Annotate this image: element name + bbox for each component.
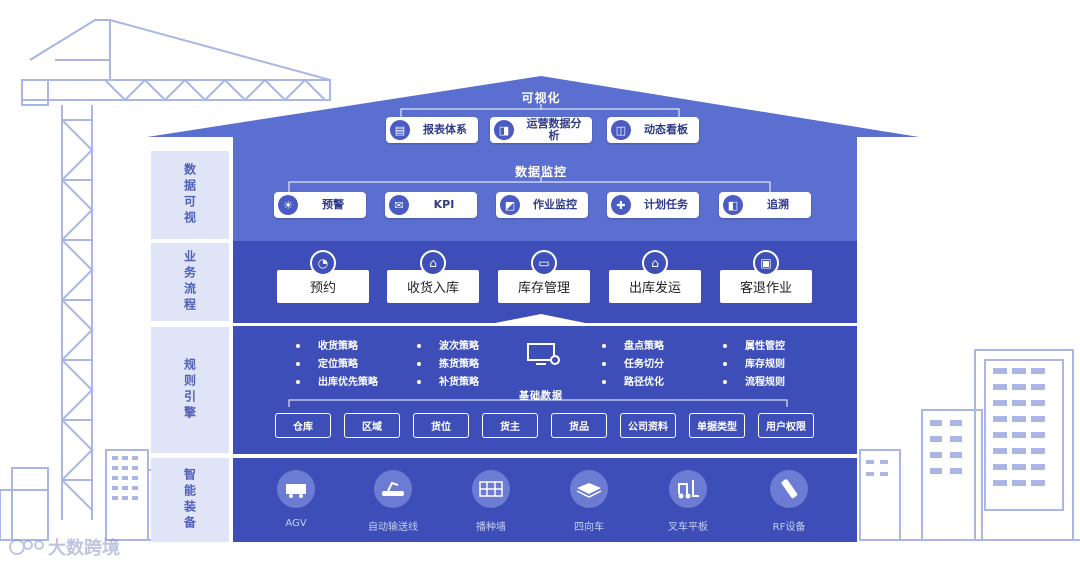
rule-item: 流程规则: [723, 373, 785, 388]
sidebar-item-smart-equipment: 智能装备: [151, 458, 229, 542]
monitor-gear-icon: [527, 343, 560, 365]
analytics-icon: ◨: [494, 120, 514, 140]
roof-title: 可视化: [521, 91, 561, 105]
base-item-company[interactable]: 公司资料: [620, 413, 676, 438]
watermark: 大数跨境: [8, 534, 120, 560]
rule-item: 库存规则: [723, 355, 785, 370]
rf-scanner-icon: [770, 470, 808, 508]
alert-label: 预警: [322, 198, 344, 211]
sidebar-label: 数据可视: [182, 163, 197, 227]
receiving-label: 收货入库: [406, 281, 459, 296]
rule-item: 路径优化: [602, 373, 664, 388]
alert-button[interactable]: ☀ 预警: [274, 192, 366, 218]
report-system-label: 报表体系: [423, 123, 467, 136]
outbound-label: 出库发运: [628, 281, 681, 296]
trace-label: 追溯: [767, 198, 789, 211]
sidebar-label: 智能装备: [182, 468, 197, 532]
warehouse-icon: ⌂: [420, 250, 446, 276]
base-item-owner[interactable]: 货主: [482, 413, 538, 438]
conveyor-icon: [374, 470, 412, 508]
forklift-icon: [669, 470, 707, 508]
base-item-goods[interactable]: 货品: [551, 413, 607, 438]
agv-icon: [277, 470, 315, 508]
monitor-chart-icon: ◩: [500, 195, 520, 215]
rule-item: 盘点策略: [602, 337, 664, 352]
ops-analysis-label: 运营数据分析: [526, 117, 582, 142]
rule-item: 收货策略: [296, 337, 358, 352]
job-monitor-label: 作业监控: [533, 198, 577, 211]
monitor-title: 数据监控: [514, 165, 568, 179]
dashboard-icon: ◫: [611, 120, 631, 140]
rf-device-label: RF设备: [772, 522, 806, 533]
conveyor-label: 自动输送线: [368, 522, 418, 533]
rule-item: 任务切分: [602, 355, 664, 370]
seeding-wall-icon: [472, 470, 510, 508]
base-data-title: 基础数据: [519, 391, 563, 402]
job-monitor-button[interactable]: ◩ 作业监控: [496, 192, 588, 218]
return-box-icon: ▣: [753, 250, 779, 276]
rule-item: 属性管控: [723, 337, 785, 352]
rule-item: 出库优先策略: [296, 373, 378, 388]
trace-button[interactable]: ◧ 追溯: [719, 192, 811, 218]
rule-item: 波次策略: [417, 337, 479, 352]
base-item-doc-type[interactable]: 单据类型: [689, 413, 745, 438]
shuttle-label: 四向车: [574, 522, 604, 533]
rule-item: 拣货策略: [417, 355, 479, 370]
sidebar-item-business-process: 业务流程: [151, 243, 229, 321]
sidebar-item-data-visual: 数据可视: [151, 151, 229, 239]
bulb-icon: ☀: [278, 195, 298, 215]
plan-task-label: 计划任务: [644, 198, 688, 211]
base-item-permissions[interactable]: 用户权限: [758, 413, 814, 438]
puzzle-icon: ✚: [611, 195, 631, 215]
sidebar-item-rule-engine: 规则引擎: [151, 327, 229, 453]
kpi-label: KPI: [433, 198, 455, 211]
ops-analysis-button[interactable]: ◨ 运营数据分析: [490, 117, 592, 143]
base-item-zone[interactable]: 区域: [344, 413, 400, 438]
sidebar-label: 业务流程: [182, 250, 197, 314]
agv-label: AGV: [285, 518, 307, 529]
base-item-warehouse[interactable]: 仓库: [275, 413, 331, 438]
dynamic-board-button[interactable]: ◫ 动态看板: [607, 117, 699, 143]
trace-icon: ◧: [723, 195, 743, 215]
report-icon: ▤: [390, 120, 410, 140]
sidebar-label: 规则引擎: [182, 358, 197, 422]
rule-item: 补货策略: [417, 373, 479, 388]
seeding-wall-label: 播种墙: [476, 522, 506, 533]
forklift-label: 叉车平板: [668, 522, 708, 533]
plan-task-button[interactable]: ✚ 计划任务: [607, 192, 699, 218]
inventory-label: 库存管理: [517, 281, 570, 296]
base-item-location[interactable]: 货位: [413, 413, 469, 438]
kpi-icon: ✉: [389, 195, 409, 215]
truck-icon: ⌂: [642, 250, 668, 276]
laptop-icon: ▭: [531, 250, 557, 276]
kpi-button[interactable]: ✉ KPI: [385, 192, 477, 218]
watermark-text: 大数跨境: [48, 538, 120, 559]
gauge-icon: ◔: [310, 250, 336, 276]
dynamic-board-label: 动态看板: [644, 123, 688, 136]
watermark-logo-icon: [9, 539, 44, 555]
return-label: 客退作业: [739, 281, 792, 296]
shuttle-icon: [570, 470, 608, 508]
report-system-button[interactable]: ▤ 报表体系: [386, 117, 478, 143]
rule-item: 定位策略: [296, 355, 358, 370]
appointment-label: 预约: [309, 281, 336, 296]
